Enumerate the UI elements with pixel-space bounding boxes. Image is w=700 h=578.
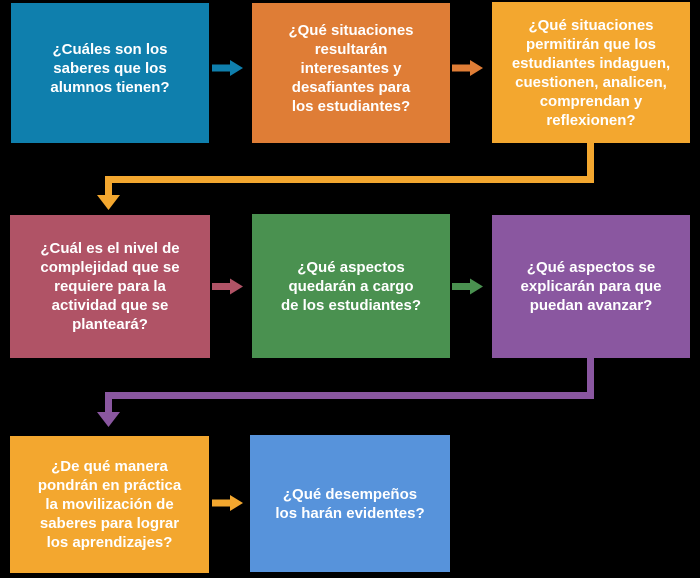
flow-box-nivel-complejidad: ¿Cuál es el nivel de complejidad que se … [10, 215, 210, 358]
right-arrow-icon-complejidad-to-aspectos [212, 278, 243, 295]
elbow-arrow-icon-explicados-to-movilizacion [97, 358, 594, 427]
flow-box-situaciones-indagacion: ¿Qué situaciones permitirán que los estu… [492, 2, 690, 143]
flow-box-label: ¿De qué manera pondrán en práctica la mo… [37, 458, 182, 551]
right-arrow-icon-situaciones-to-indagacion [452, 60, 483, 76]
right-arrow-icon-saberes-to-situaciones [212, 60, 243, 76]
flow-box-label: ¿Qué aspectos quedarán a cargo de los es… [280, 258, 422, 314]
flow-box-desempenos-evidentes: ¿Qué desempeños los harán evidentes? [250, 435, 450, 572]
flow-box-aspectos-explicados: ¿Qué aspectos se explicarán para que pue… [492, 215, 690, 358]
right-arrow-icon-aspectos-to-explicados [452, 278, 483, 295]
flow-box-movilizacion-saberes: ¿De qué manera pondrán en práctica la mo… [10, 436, 209, 573]
flow-box-label: ¿Qué situaciones resultarán interesantes… [288, 21, 414, 115]
flow-box-label: ¿Cuál es el nivel de complejidad que se … [40, 240, 180, 333]
right-arrow-icon-movilizacion-to-desempenos [212, 495, 243, 511]
flow-box-label: ¿Qué desempeños los harán evidentes? [275, 485, 425, 522]
flow-box-label: ¿Cuáles son los saberes que los alumnos … [50, 40, 170, 96]
elbow-arrow-icon-indagacion-to-complejidad [97, 142, 594, 210]
flow-box-aspectos-a-cargo: ¿Qué aspectos quedarán a cargo de los es… [252, 214, 450, 358]
flow-box-situaciones-interesantes: ¿Qué situaciones resultarán interesantes… [252, 3, 450, 143]
flow-box-label: ¿Qué aspectos se explicarán para que pue… [520, 259, 662, 314]
flow-box-saberes-previos: ¿Cuáles son los saberes que los alumnos … [11, 3, 209, 143]
flow-box-label: ¿Qué situaciones permitirán que los estu… [511, 16, 671, 129]
